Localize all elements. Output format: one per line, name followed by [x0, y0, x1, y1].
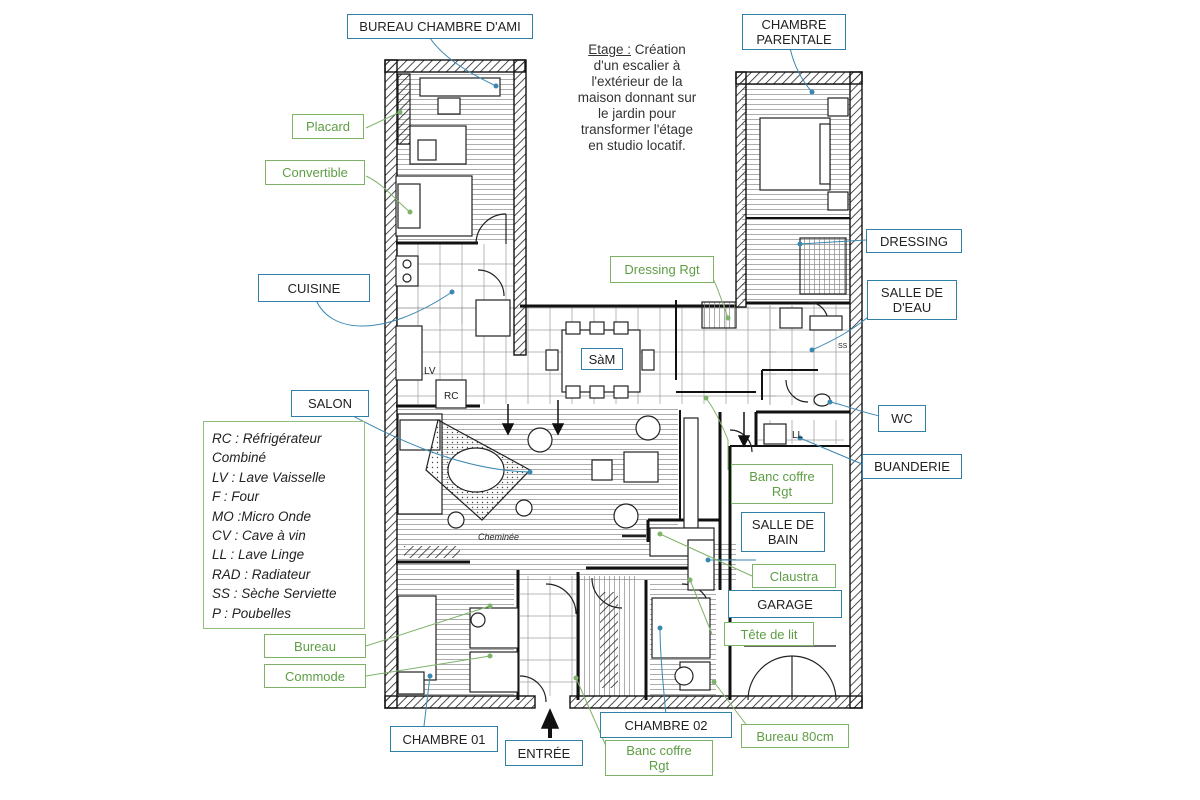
label-dressing: DRESSING — [866, 229, 962, 253]
legend-item: MO :Micro Onde — [212, 508, 312, 524]
direction-arrows — [501, 400, 751, 738]
label-garage-text: GARAGE — [757, 596, 813, 612]
label-salon-text: SALON — [307, 396, 353, 411]
label-bureau-chambre-ami: BUREAU CHAMBRE D'AMI — [347, 14, 533, 39]
label-banc-coffre-rgt-1: Banc coffre Rgt — [731, 464, 833, 504]
label-entree-text: ENTRÉE — [517, 745, 571, 761]
legend-item: RC : Réfrigérateur — [212, 431, 322, 446]
label-claustra: Claustra — [752, 564, 836, 588]
label-tete-de-lit: Tête de lit — [724, 622, 814, 646]
label-dressing-rgt-text: Dressing Rgt — [624, 262, 700, 277]
label-cuisine: CUISINE — [258, 274, 370, 302]
legend-item: RAD : Radiateur — [212, 566, 311, 582]
label-chambre-01-text: CHAMBRE 01 — [402, 731, 486, 747]
label-entree: ENTRÉE — [505, 740, 583, 766]
label-wc: WC — [878, 405, 926, 432]
mark-rc: RC — [444, 391, 458, 402]
label-sam-text: SàM — [588, 351, 616, 367]
label-salon: SALON — [291, 390, 369, 417]
label-wc-text: WC — [891, 411, 913, 426]
floor-note: Etage : Création d'un escalier à l'extér… — [552, 26, 722, 154]
label-banc-coffre-rgt-1-text: Banc coffre Rgt — [749, 469, 815, 499]
mark-cheminee: Cheminée — [478, 532, 519, 542]
label-chambre-parentale: CHAMBRE PARENTALE — [742, 14, 846, 50]
label-dressing-rgt: Dressing Rgt — [610, 256, 714, 283]
label-bureau-80cm: Bureau 80cm — [741, 724, 849, 748]
label-sam: SàM — [581, 348, 623, 370]
label-chambre-02: CHAMBRE 02 — [600, 712, 732, 738]
furniture — [395, 73, 849, 695]
label-commode-text: Commode — [285, 668, 345, 684]
label-salle-de-bain: SALLE DE BAIN — [741, 512, 825, 552]
label-buanderie: BUANDERIE — [862, 454, 962, 479]
label-dressing-text: DRESSING — [880, 233, 948, 249]
legend-item: LL : Lave Linge — [212, 547, 305, 563]
label-cuisine-text: CUISINE — [287, 280, 341, 296]
legend-item: LV : Lave Vaisselle — [212, 469, 326, 485]
legend-item: Combiné — [212, 450, 267, 466]
label-chambre-01: CHAMBRE 01 — [390, 726, 498, 752]
legend-item: F : Four — [212, 489, 260, 505]
legend-item: CV : Cave à vin — [212, 528, 306, 544]
label-chambre-parentale-text: CHAMBRE PARENTALE — [756, 17, 832, 47]
label-placard-text: Placard — [305, 119, 351, 134]
label-chambre-02-text: CHAMBRE 02 — [624, 717, 708, 733]
label-salle-de-bain-text: SALLE DE BAIN — [751, 517, 815, 547]
mark-lv: LV — [424, 366, 436, 377]
leader-dots-green — [397, 109, 731, 685]
label-tete-de-lit-text: Tête de lit — [740, 626, 798, 642]
label-claustra-text: Claustra — [769, 568, 819, 584]
label-bureau: Bureau — [264, 634, 366, 658]
label-convertible: Convertible — [265, 160, 365, 185]
label-bureau-text: Bureau — [294, 638, 336, 654]
label-banc-coffre-rgt-2-text: Banc coffre Rgt — [626, 743, 692, 773]
mark-ll: LL — [792, 430, 804, 441]
plan-marks: LV RC LL SS Cheminée — [424, 343, 848, 542]
abbreviation-legend: RC : Réfrigérateur Combiné LV : Lave Vai… — [203, 421, 365, 629]
label-convertible-text: Convertible — [282, 165, 348, 180]
mark-ss: SS — [838, 343, 848, 350]
entrance-arrow — [540, 708, 560, 729]
label-garage: GARAGE — [728, 590, 842, 618]
label-salle-de-eau-text: SALLE DE D'EAU — [880, 285, 944, 315]
furniture-leader-lines — [365, 111, 755, 747]
label-buanderie-text: BUANDERIE — [874, 459, 950, 474]
label-bureau-80cm-text: Bureau 80cm — [756, 728, 834, 744]
leader-dots — [427, 83, 833, 679]
floor-note-body: Création d'un escalier à l'extérieur de … — [577, 42, 697, 153]
legend-item: P : Poubelles — [212, 605, 292, 621]
label-banc-coffre-rgt-2: Banc coffre Rgt — [605, 740, 713, 776]
floor-note-head: Etage : — [588, 42, 631, 57]
label-commode: Commode — [264, 664, 366, 688]
legend-item: SS : Sèche Serviette — [212, 586, 337, 602]
exterior-walls — [384, 59, 863, 709]
label-bureau-chambre-ami-text: BUREAU CHAMBRE D'AMI — [359, 19, 521, 34]
label-salle-de-eau: SALLE DE D'EAU — [867, 280, 957, 320]
label-placard: Placard — [292, 114, 364, 139]
